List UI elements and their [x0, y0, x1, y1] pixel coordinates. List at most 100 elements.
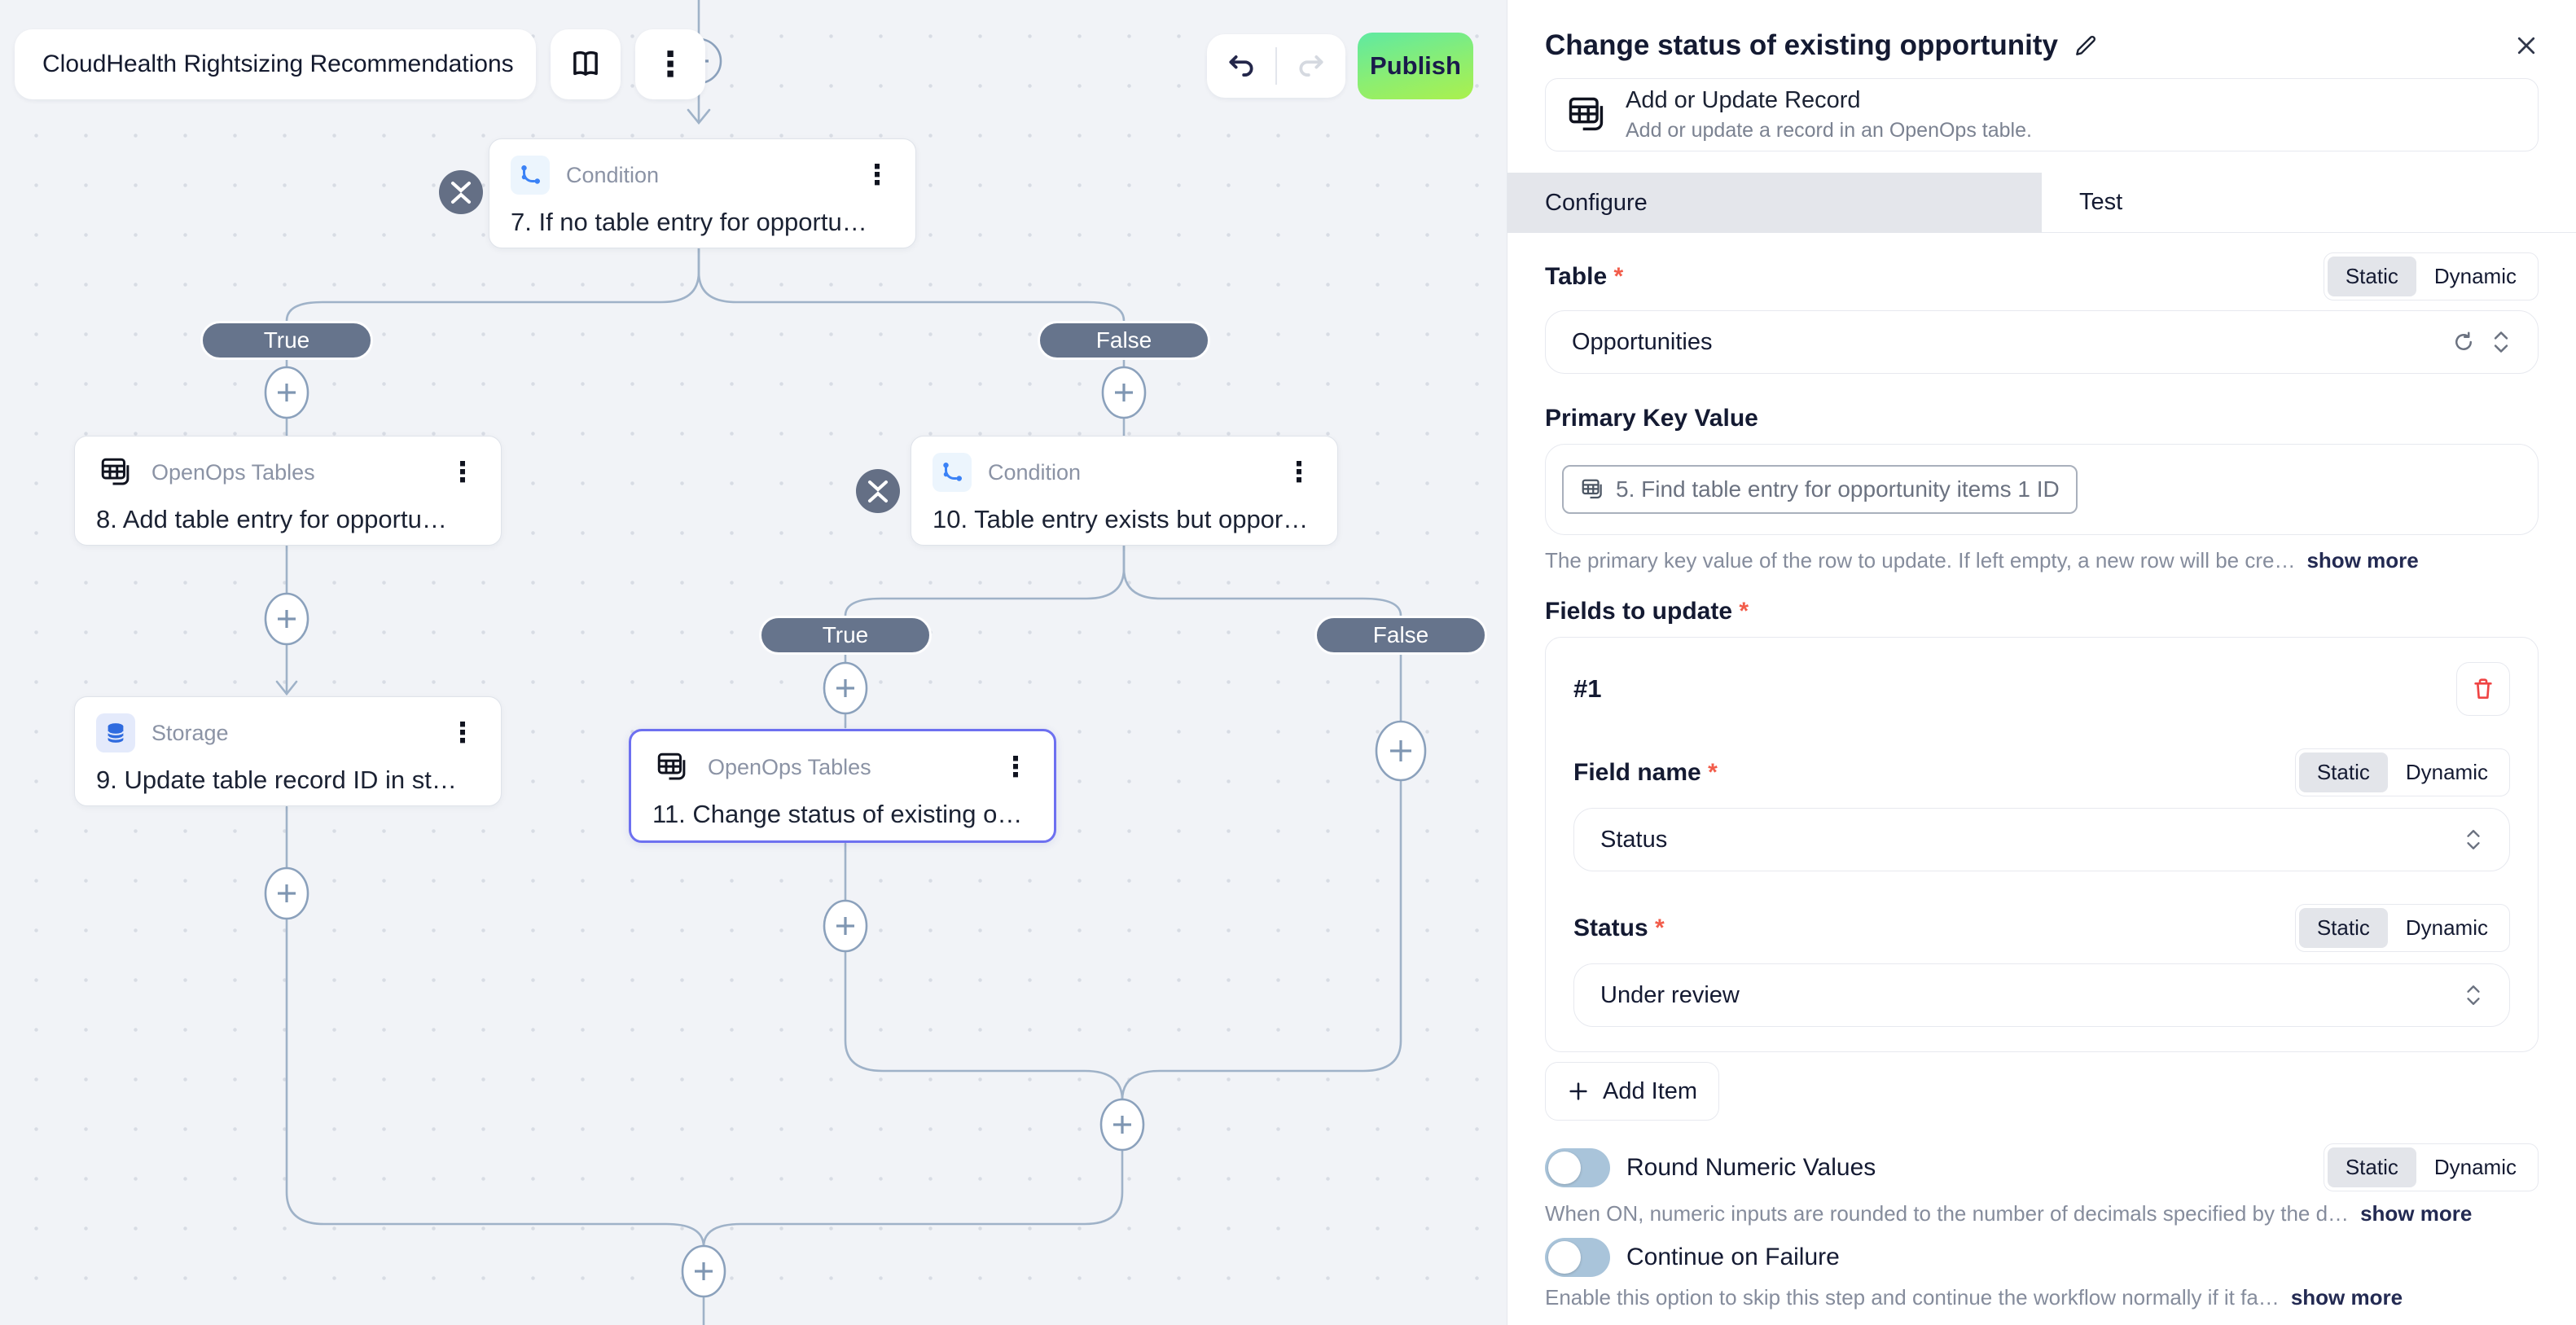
field-name-value: Status — [1600, 826, 1668, 853]
static-option[interactable]: Static — [2327, 257, 2416, 296]
round-numeric-helper: When ON, numeric inputs are rounded to t… — [1545, 1201, 2473, 1226]
node-title: 11. Change status of existing o… — [652, 800, 1023, 828]
field-name-label: Field name * — [1573, 758, 1718, 786]
history-controls — [1207, 34, 1345, 98]
node-title: 8. Add table entry for opportu… — [96, 505, 447, 533]
redo-button[interactable] — [1277, 50, 1345, 81]
action-name: Add or Update Record — [1626, 87, 1861, 113]
field-name-select[interactable]: Status — [1573, 808, 2510, 871]
static-option[interactable]: Static — [2298, 752, 2388, 792]
undo-button[interactable] — [1207, 50, 1275, 81]
more-actions-button[interactable]: ⋮ — [635, 29, 705, 99]
table-field-row: Table * Static Dynamic — [1545, 252, 2539, 301]
continue-on-failure-helper: Enable this option to skip this step and… — [1545, 1285, 2403, 1310]
action-info-card: Add or Update Record Add or update a rec… — [1545, 78, 2539, 151]
status-static-dynamic-toggle: Static Dynamic — [2294, 904, 2510, 952]
show-more-link[interactable]: show more — [2306, 548, 2419, 573]
plus-icon — [1569, 1082, 1587, 1100]
table-select[interactable]: Opportunities — [1545, 310, 2539, 374]
show-more-link[interactable]: show more — [2290, 1285, 2403, 1310]
static-option[interactable]: Static — [2327, 1147, 2416, 1187]
node-11-openops-tables-selected[interactable]: OpenOps Tables ⋮ 11. Change status of ex… — [629, 729, 1056, 843]
edit-pencil-icon[interactable] — [2073, 33, 2099, 59]
continue-on-failure-toggle[interactable] — [1545, 1238, 1610, 1277]
node-type-label: Condition — [566, 162, 660, 187]
continue-on-failure-label: Continue on Failure — [1626, 1244, 1840, 1270]
dynamic-option[interactable]: Dynamic — [2433, 1155, 2517, 1179]
redo-icon — [1299, 55, 1323, 77]
flow-edges — [264, 0, 1427, 1325]
openops-tables-icon — [96, 453, 135, 492]
undo-icon — [1229, 55, 1253, 77]
static-option[interactable]: Static — [2298, 908, 2388, 948]
round-static-dynamic-toggle: Static Dynamic — [2323, 1143, 2539, 1191]
tab-test[interactable]: Test — [2042, 173, 2576, 233]
step-settings-panel: Change status of existing opportunity Ad… — [1507, 0, 2576, 1325]
tables-icon — [1582, 479, 1602, 499]
node-menu-button[interactable]: ⋮ — [1002, 752, 1029, 783]
status-value: Under review — [1600, 981, 1740, 1008]
tab-configure[interactable]: Configure — [1507, 173, 2042, 233]
chevron-updown-icon — [2467, 985, 2480, 1005]
continue-on-failure-row: Continue on Failure — [1545, 1238, 2539, 1277]
node-menu-button[interactable]: ⋮ — [1285, 457, 1313, 488]
node-type-label: OpenOps Tables — [151, 459, 315, 485]
trash-icon — [2474, 678, 2492, 699]
openops-tables-icon — [652, 748, 691, 787]
add-item-button[interactable]: Add Item — [1545, 1062, 1720, 1121]
node-menu-button[interactable]: ⋮ — [449, 457, 476, 488]
close-panel-button[interactable] — [2514, 33, 2539, 58]
flow-name-dropdown[interactable]: CloudHealth Rightsizing Recommendations — [15, 29, 536, 99]
item-index: #1 — [1573, 674, 1602, 703]
dynamic-option[interactable]: Dynamic — [2405, 915, 2488, 940]
divider — [1275, 47, 1277, 85]
dynamic-option[interactable]: Dynamic — [2405, 760, 2488, 784]
kebab-menu-icon: ⋮ — [653, 45, 687, 83]
branch-label-true: True — [200, 321, 373, 360]
round-numeric-label: Round Numeric Values — [1626, 1153, 1876, 1181]
node-menu-button[interactable]: ⋮ — [863, 160, 891, 191]
branch-label-true: True — [759, 616, 932, 655]
node-type-label: Condition — [988, 459, 1082, 485]
node-10-condition[interactable]: Condition ⋮ 10. Table entry exists but o… — [911, 436, 1338, 546]
node-title: 7. If no table entry for opportu… — [511, 208, 867, 236]
chevron-updown-icon — [2494, 331, 2508, 353]
node-menu-button[interactable]: ⋮ — [449, 717, 476, 748]
tables-icon — [1569, 97, 1604, 131]
collapse-branch-buttons[interactable] — [439, 170, 900, 513]
delete-item-button[interactable] — [2456, 662, 2510, 716]
close-icon — [2517, 37, 2535, 55]
publish-label: Publish — [1370, 51, 1461, 80]
field-item-card: #1 Field name * Static Dynamic Status — [1545, 637, 2539, 1052]
publish-button[interactable]: Publish — [1358, 33, 1473, 99]
node-title: 10. Table entry exists but oppor… — [933, 505, 1309, 533]
panel-title: Change status of existing opportunity — [1545, 29, 2059, 61]
flow-name: CloudHealth Rightsizing Recommendations — [42, 50, 514, 77]
primary-key-input[interactable]: 5. Find table entry for opportunity item… — [1545, 444, 2539, 535]
book-icon — [573, 50, 598, 76]
table-label: Table * — [1545, 262, 1624, 290]
status-label: Status * — [1573, 914, 1665, 941]
node-title: 9. Update table record ID in st… — [96, 766, 457, 794]
round-numeric-row: Round Numeric Values Static Dynamic — [1545, 1143, 2539, 1191]
status-select[interactable]: Under review — [1573, 963, 2510, 1027]
node-9-storage[interactable]: Storage ⋮ 9. Update table record ID in s… — [74, 696, 502, 806]
condition-icon — [511, 156, 550, 195]
node-8-openops-tables[interactable]: OpenOps Tables ⋮ 8. Add table entry for … — [74, 436, 502, 546]
field-name-row: Field name * Static Dynamic — [1573, 748, 2510, 796]
node-7-condition[interactable]: Condition ⋮ 7. If no table entry for opp… — [489, 138, 916, 248]
condition-icon — [933, 453, 972, 492]
storage-icon — [96, 713, 135, 752]
dynamic-option[interactable]: Dynamic — [2433, 264, 2517, 288]
show-more-link[interactable]: show more — [2360, 1201, 2473, 1226]
node-type-label: Storage — [151, 720, 229, 745]
action-description: Add or update a record in an OpenOps tab… — [1626, 119, 2032, 142]
docs-button[interactable] — [551, 29, 621, 99]
toggle-knob — [1548, 1241, 1581, 1274]
refresh-icon[interactable] — [2451, 330, 2476, 354]
primary-key-helper: The primary key value of the row to upda… — [1545, 548, 2419, 573]
primary-key-label: Primary Key Value — [1545, 405, 1758, 432]
primary-key-token-chip[interactable]: 5. Find table entry for opportunity item… — [1562, 465, 2078, 514]
round-numeric-toggle[interactable] — [1545, 1147, 1610, 1187]
